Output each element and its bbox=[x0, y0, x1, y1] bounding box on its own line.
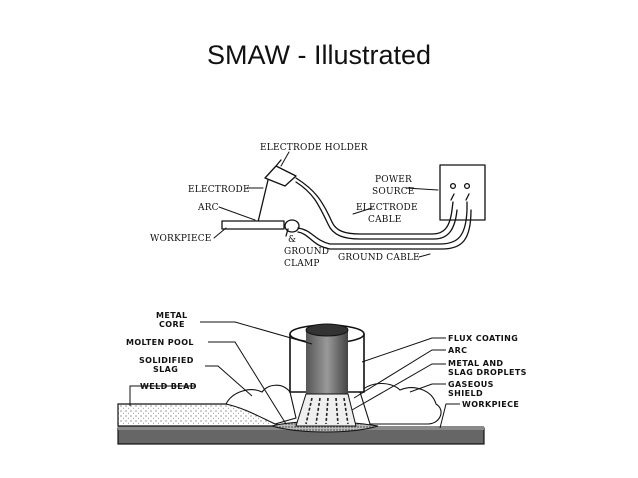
leader-workpiece bbox=[213, 227, 227, 239]
setup-diagram bbox=[213, 151, 486, 258]
label-power-source-line1: POWER bbox=[375, 175, 412, 185]
leader-arc bbox=[218, 206, 256, 221]
label-ground-cable: GROUND CABLE bbox=[338, 253, 420, 263]
electrode-cable bbox=[295, 177, 454, 235]
leader-weld-bead bbox=[129, 385, 196, 406]
leader-gaseous-shield bbox=[409, 383, 446, 393]
label-molten-pool: MOLTEN POOL bbox=[126, 338, 194, 347]
label-metal-slag-line2: SLAG DROPLETS bbox=[448, 368, 527, 377]
label-ground-clamp-line1: GROUND bbox=[284, 247, 329, 257]
label-power-source-line2: SOURCE bbox=[372, 187, 415, 197]
electrode-rod bbox=[257, 179, 269, 223]
ground-clamp bbox=[284, 219, 300, 237]
label-solidified-slag-line2: SLAG bbox=[153, 365, 178, 374]
solidified-slag bbox=[225, 384, 297, 425]
label-electrode-cable-line2: CABLE bbox=[368, 215, 402, 225]
slide-title: SMAW - Illustrated bbox=[206, 40, 432, 70]
metal-core bbox=[305, 323, 349, 396]
label-workpiece-bottom: WORKPIECE bbox=[462, 400, 519, 409]
setup-labels: ELECTRODE HOLDER POWER SOURCE ELECTRODE … bbox=[150, 143, 420, 269]
label-ground-clamp-line2: CLAMP bbox=[284, 259, 320, 269]
leader-metal-core bbox=[200, 321, 313, 345]
arc-cone bbox=[295, 393, 357, 427]
label-ground-clamp-line0: & bbox=[288, 235, 296, 245]
cross-section-diagram bbox=[117, 321, 485, 445]
power-source-box bbox=[439, 164, 486, 221]
label-metal-slag-line1: METAL AND bbox=[448, 359, 503, 368]
leader-flux-coating bbox=[361, 337, 446, 363]
label-flux-coating: FLUX COATING bbox=[448, 334, 518, 343]
label-electrode-cable-line1: ELECTRODE bbox=[356, 203, 418, 213]
leader-molten-pool bbox=[208, 341, 287, 425]
leader-power-source bbox=[405, 187, 439, 191]
leader-electrode-holder bbox=[280, 151, 290, 167]
label-gaseous-shield-line2: SHIELD bbox=[448, 389, 483, 398]
label-solidified-slag-line1: SOLIDIFIED bbox=[139, 356, 194, 365]
cross-section-labels: METAL CORE MOLTEN POOL SOLIDIFIED SLAG W… bbox=[126, 311, 527, 409]
label-electrode: ELECTRODE bbox=[188, 185, 250, 195]
label-electrode-holder: ELECTRODE HOLDER bbox=[260, 143, 368, 153]
leader-arc bbox=[353, 349, 446, 399]
leader-ground-cable bbox=[418, 253, 431, 258]
label-gaseous-shield-line1: GASEOUS bbox=[448, 380, 494, 389]
cross-section-leaders bbox=[129, 321, 460, 429]
label-weld-bead: WELD BEAD bbox=[140, 382, 197, 391]
electrode-holder bbox=[264, 159, 297, 187]
label-arc-bottom: ARC bbox=[448, 346, 467, 355]
label-metal-core-line2: CORE bbox=[159, 320, 185, 329]
setup-workpiece bbox=[221, 220, 285, 230]
leader-solidified-slag bbox=[205, 365, 253, 397]
leader-workpiece bbox=[439, 403, 460, 429]
gaseous-shield bbox=[359, 382, 442, 425]
label-workpiece-top: WORKPIECE bbox=[150, 234, 212, 244]
label-arc: ARC bbox=[197, 203, 219, 213]
leader-metal-slag bbox=[351, 363, 446, 411]
label-metal-core-line1: METAL bbox=[156, 311, 188, 320]
ground-cable bbox=[297, 201, 468, 245]
leader-electrode-cable bbox=[352, 207, 373, 215]
